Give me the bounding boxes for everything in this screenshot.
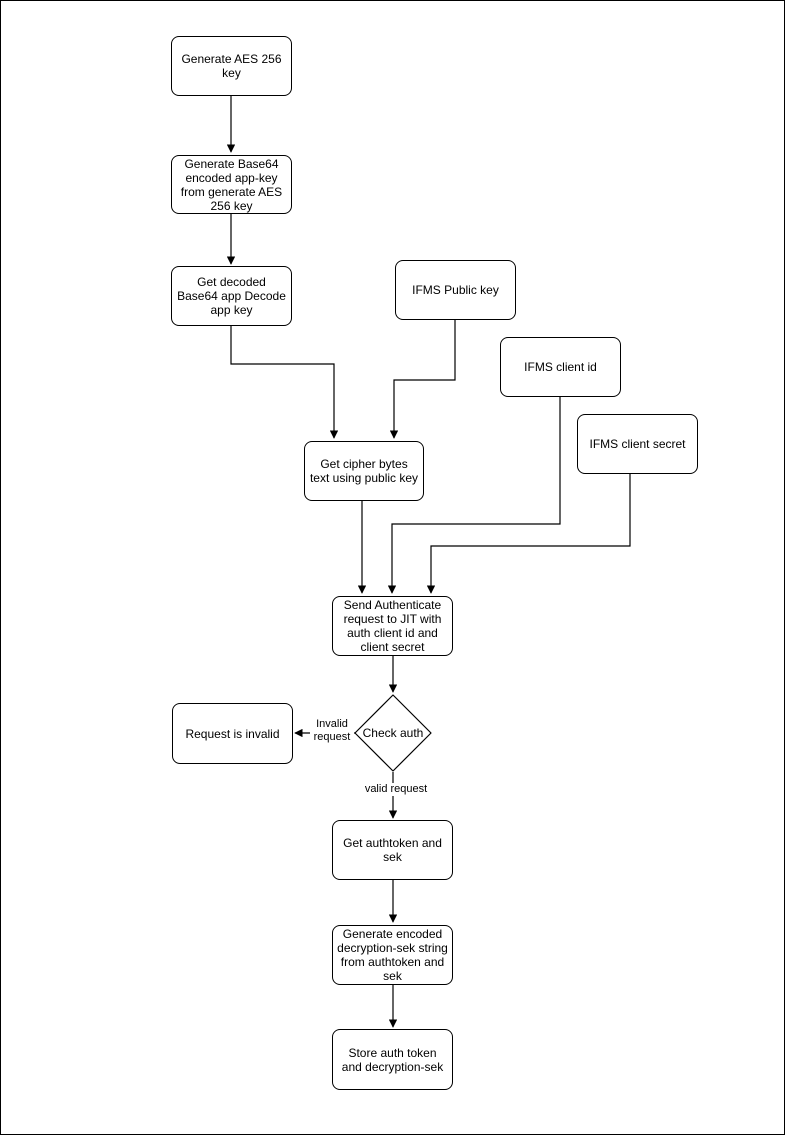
- valid-request-label: valid request: [361, 783, 431, 796]
- ifms-public-key-node: IFMS Public key: [395, 260, 516, 320]
- ifms-client-id-node: IFMS client id: [500, 337, 621, 397]
- generate-base64-app-key-node: Generate Base64 encoded app-key from gen…: [171, 155, 292, 214]
- get-cipher-bytes-node: Get cipher bytes text using public key: [304, 441, 424, 501]
- store-auth-token-node: Store auth token and decryption-sek: [332, 1029, 453, 1090]
- generate-encoded-decryption-sek-node: Generate encoded decryption-sek string f…: [332, 925, 453, 985]
- get-decoded-base64-node: Get decoded Base64 app Decode app key: [171, 266, 292, 326]
- edge-clientsecret-to-send: [426, 474, 631, 594]
- ifms-client-secret-node: IFMS client secret: [577, 414, 698, 474]
- get-authtoken-sek-node: Get authtoken and sek: [332, 820, 453, 880]
- edge-decoded-to-cipher: [230, 326, 339, 439]
- check-auth-diamond: [354, 694, 432, 772]
- check-auth-label: Check auth: [362, 726, 424, 740]
- edge-publickey-to-cipher: [389, 320, 456, 439]
- request-invalid-node: Request is invalid: [172, 703, 293, 764]
- edge-clientid-to-send: [387, 397, 561, 594]
- generate-aes-key-node: Generate AES 256 key: [171, 36, 292, 96]
- send-authenticate-request-node: Send Authenticate request to JIT with au…: [332, 596, 453, 656]
- invalid-request-label: Invalid request: [310, 718, 354, 744]
